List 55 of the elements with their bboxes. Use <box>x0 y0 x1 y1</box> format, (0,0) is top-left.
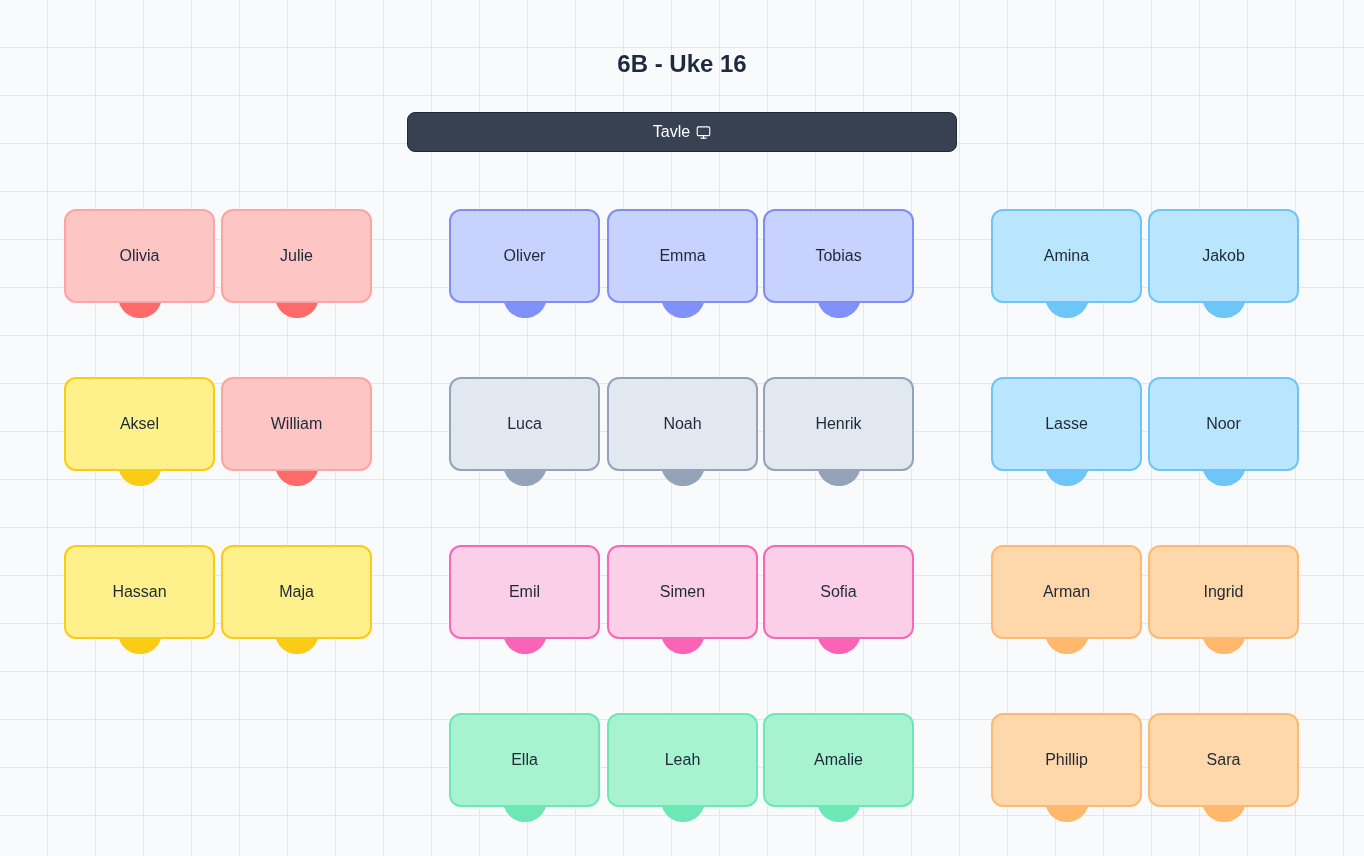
desk <box>221 545 372 639</box>
desk <box>1148 209 1299 303</box>
desk <box>607 377 758 471</box>
student-name: Lasse <box>1045 414 1088 434</box>
desk <box>607 713 758 807</box>
student-name: Sofia <box>820 582 857 602</box>
desk <box>221 377 372 471</box>
student-name: Amalie <box>814 750 863 770</box>
desk <box>221 209 372 303</box>
desk <box>607 545 758 639</box>
student-name: Arman <box>1042 582 1091 602</box>
desk <box>449 209 600 303</box>
student-name: Olivia <box>119 246 160 266</box>
student-name: Hassan <box>112 582 167 602</box>
student-name: Simen <box>659 582 706 602</box>
desk <box>763 713 914 807</box>
desk <box>991 377 1142 471</box>
desk <box>763 377 914 471</box>
student-name: Aksel <box>119 414 160 434</box>
desk <box>64 377 215 471</box>
student-name: Maja <box>279 582 314 602</box>
student-name: Emma <box>659 246 706 266</box>
desk <box>763 545 914 639</box>
desk <box>449 713 600 807</box>
student-name: Oliver <box>503 246 546 266</box>
student-name: Henrik <box>815 414 862 434</box>
desk <box>1148 545 1299 639</box>
student-name: Julie <box>280 246 313 266</box>
student-name: Leah <box>664 750 701 770</box>
student-name: Luca <box>507 414 542 434</box>
student-name: Amina <box>1043 246 1090 266</box>
student-name: Phillip <box>1045 750 1088 770</box>
student-name: Noor <box>1206 414 1241 434</box>
student-name: Sara <box>1206 750 1241 770</box>
student-name: Ingrid <box>1203 582 1244 602</box>
desk <box>64 545 215 639</box>
board-label: Tavle <box>652 122 691 142</box>
desk <box>64 209 215 303</box>
student-name: Noah <box>663 414 702 434</box>
desk <box>763 209 914 303</box>
student-name: Tobias <box>815 246 862 266</box>
desk <box>991 713 1142 807</box>
desk <box>1148 713 1299 807</box>
student-name: William <box>270 414 323 434</box>
student-name: Ella <box>511 750 538 770</box>
chart-title: 6B - Uke 16 <box>616 49 748 79</box>
desk <box>991 209 1142 303</box>
desk <box>607 209 758 303</box>
desk <box>449 377 600 471</box>
student-name: Emil <box>508 582 541 602</box>
student-name: Jakob <box>1202 246 1245 266</box>
desk <box>1148 377 1299 471</box>
whiteboard <box>407 112 957 152</box>
desk <box>991 545 1142 639</box>
desk <box>449 545 600 639</box>
